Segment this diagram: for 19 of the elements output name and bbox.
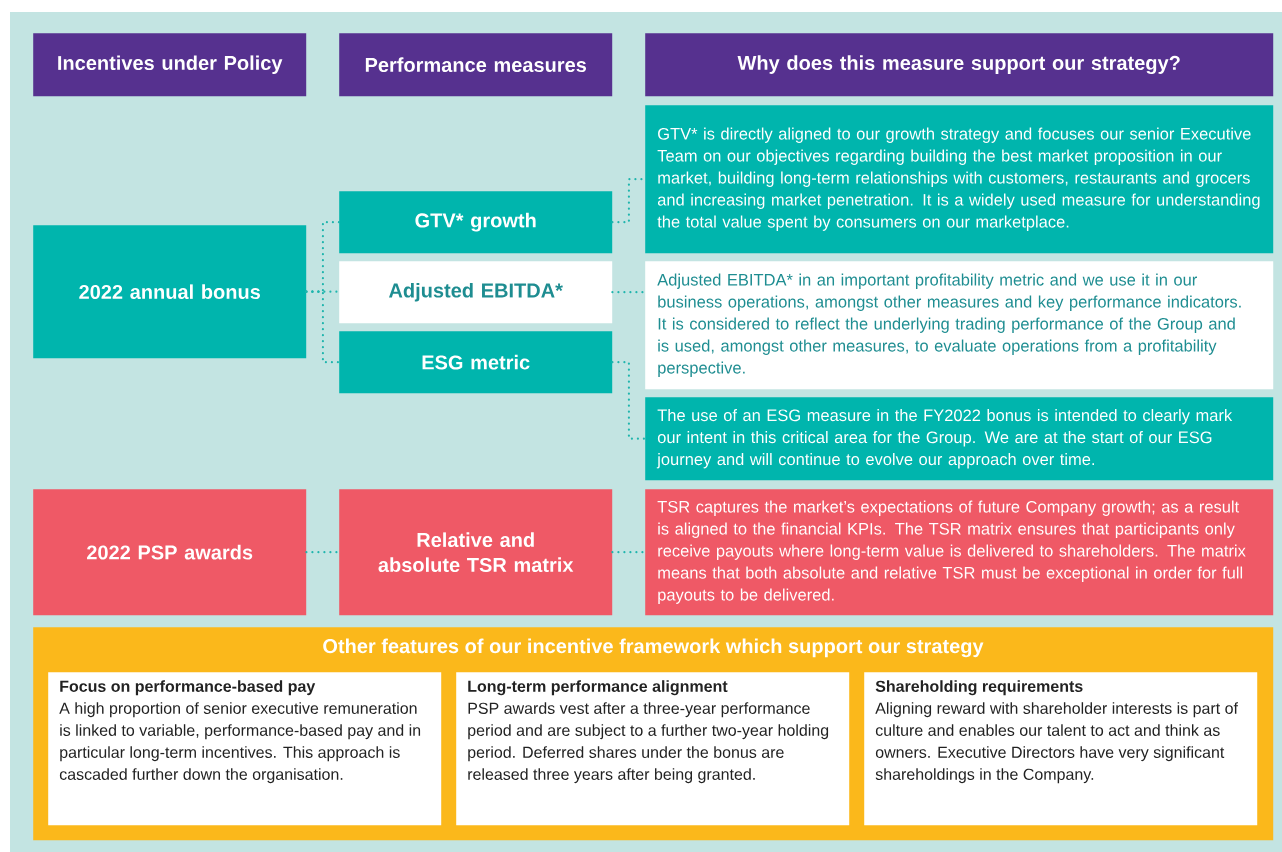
incentive-box: Adjusted EBITDA*	[339, 261, 613, 324]
header-box: Incentives under Policy	[33, 33, 307, 97]
connector	[611, 361, 647, 440]
description-box: TSR captures the market’s expectations of future Company growth; as a result is aligned to the financial KPIs. The TSR matrix ensures that participants only receive payouts where long-term value is delivered to shareholders. The matrix means that both absolute and relative TSR must be exceptional in order for full payouts to be delivered.	[645, 489, 1274, 616]
panel-heading: Other features of our incentive framework which support our strategy	[323, 638, 984, 658]
incentive-box: Relative and absolute TSR matrix	[339, 489, 613, 616]
incentive-box: GTV* growth	[339, 191, 613, 254]
connector	[305, 290, 341, 364]
description-box: GTV* is directly aligned to our growth strategy and focuses our senior Executive Team on our objectives regarding building the best market proposition in our market, building long-term relationships with customers, restaurants and grocers and increasing market penetration. It is a widely used measure for understanding the total value spent by consumers on our marketplace.	[645, 105, 1274, 254]
header-box: Why does this measure support our strategy?	[645, 33, 1274, 97]
incentive-box: 2022 PSP awards	[33, 489, 307, 616]
feature-card: Focus on performance-based pay A high proportion of senior executive remuneration is linked to variable, performance-based pay and in particular long-term incentives. This approach is cascaded further down the organisation.	[48, 672, 442, 826]
incentive-box: ESG metric	[339, 331, 613, 394]
feature-card: Shareholding requirements Aligning reward with shareholder interests is part of culture and enables our talent to act and think as owners. Executive Directors have very significant shareholdings in the Company.	[864, 672, 1258, 826]
description-box: Adjusted EBITDA* in an important profitability metric and we use it in our business operations, amongst other measures and key performance indicators. It is considered to reflect the underlying trading performance of the Group and is used, amongst other measures, to evaluate operations from a profitability perspective.	[645, 261, 1274, 390]
incentive-box: 2022 annual bonus	[33, 225, 307, 359]
feature-card: Long-term performance alignment PSP awards vest after a three-year performance period and are subject to a further two-year holding period. Deferred shares under the bonus are released three years after being granted.	[456, 672, 850, 826]
header-box: Performance measures	[339, 33, 613, 97]
description-box: The use of an ESG measure in the FY2022 bonus is intended to clearly mark our intent in this critical area for the Group. We are at the start of our ESG journey and will continue to evolve our approach over time.	[645, 397, 1274, 481]
